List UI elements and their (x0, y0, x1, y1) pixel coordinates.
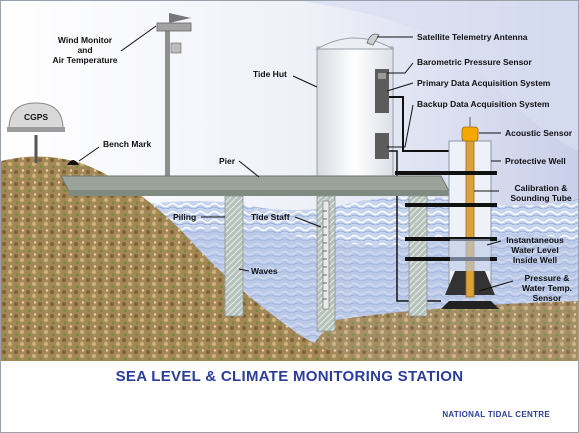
wind-leader (120, 25, 157, 52)
sounding-tube (465, 136, 475, 298)
wind-monitor-label-3: Air Temperature (52, 55, 117, 65)
well-base (441, 301, 499, 309)
waves-label: Waves (251, 266, 278, 276)
satellite-antenna-label: Satellite Telemetry Antenna (417, 32, 528, 42)
primary-das-box (375, 69, 389, 113)
calibration-label-1: Calibration & (515, 183, 568, 193)
primary-das-label: Primary Data Acquisition System (417, 78, 551, 88)
pier-deck (60, 175, 450, 192)
caption-band (1, 361, 578, 432)
waves-leader (238, 268, 250, 272)
tide-staff-marks (323, 210, 327, 300)
hut-leaders (377, 36, 414, 148)
bench-mark-leader (78, 146, 100, 162)
piling (408, 195, 428, 317)
pressure-label-2: Water Temp. (522, 283, 572, 293)
seabed (301, 301, 578, 361)
well-water (450, 239, 490, 271)
pressure-label-3: Sensor (533, 293, 563, 303)
tide-hut-label: Tide Hut (253, 69, 287, 79)
tide-staff-label: Tide Staff (251, 212, 290, 222)
wind-vane (169, 13, 191, 23)
bench-mark-label: Bench Mark (103, 139, 151, 149)
cgps-dome (8, 102, 64, 130)
pier-label: Pier (219, 156, 236, 166)
satellite-antenna-icon (366, 33, 380, 46)
backup-das-box (375, 133, 389, 159)
acoustic-sensor-label: Acoustic Sensor (505, 128, 573, 138)
calibration-label-2: Sounding Tube (510, 193, 571, 203)
cloud (301, 1, 578, 151)
land (1, 156, 361, 361)
pressure-label-1: Pressure & (525, 273, 570, 283)
diagram-title: SEA LEVEL & CLIMATE MONITORING STATION (115, 368, 464, 385)
cgps-label: CGPS (24, 112, 48, 122)
air-temp-shield (170, 42, 182, 54)
wind-monitor-label-1: Wind Monitor (58, 35, 113, 45)
pier-edge (69, 191, 449, 196)
piling (224, 195, 244, 317)
wind-monitor (156, 22, 192, 32)
tide-staff-leader (294, 216, 322, 228)
cgps-base (7, 127, 65, 132)
wind-monitor-label-2: and (77, 45, 92, 55)
credit-label: NATIONAL TIDAL CENTRE (442, 410, 550, 419)
water-level-label-1: Instantaneous (506, 235, 564, 245)
tide-staff (322, 200, 330, 310)
barometer-box (378, 73, 386, 79)
barometric-sensor-label: Barometric Pressure Sensor (417, 57, 532, 67)
well-leaders (474, 132, 514, 292)
protective-well-label: Protective Well (505, 156, 566, 166)
bench-mark-icon (67, 160, 79, 165)
piling-label: Piling (173, 212, 196, 222)
water-level-label-2: Water Level (511, 245, 558, 255)
acoustic-sensor-icon (461, 126, 479, 142)
tide-hut-leader (292, 75, 318, 88)
water-level-label-3: Inside Well (513, 255, 557, 265)
backup-das-label: Backup Data Acquisition System (417, 99, 550, 109)
pier-leader (238, 160, 260, 178)
wind-mast (165, 31, 170, 179)
